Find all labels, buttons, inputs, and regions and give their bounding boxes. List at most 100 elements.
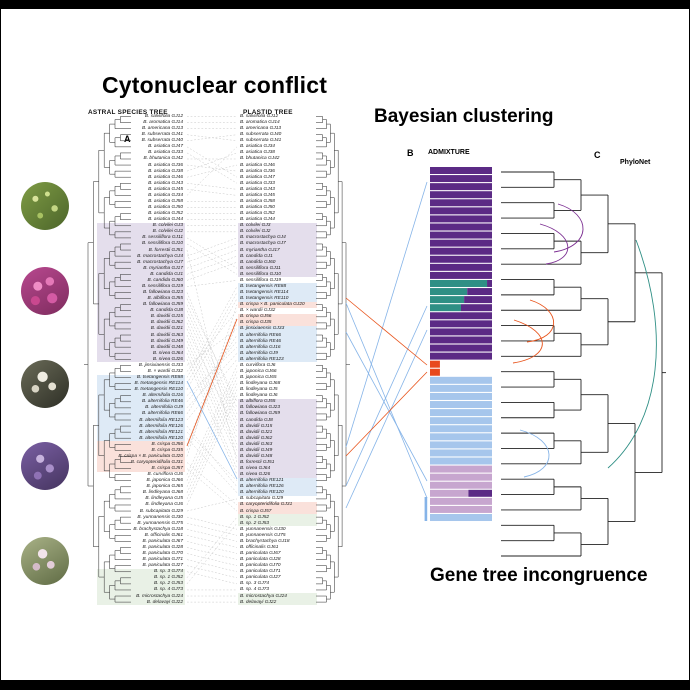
- figure-line: [186, 431, 238, 481]
- plastid-tip-label: B. asiatica GJ43: [240, 186, 275, 192]
- plastid-tip-label: B. japonica GJ65: [240, 375, 277, 380]
- plastid-tip-label: B. asiatica GJ36: [240, 168, 275, 174]
- plastid-tip-label: B. asiatica GJ45: [240, 192, 275, 198]
- figure-line: [345, 305, 428, 487]
- astral-tip-label: B. lindleyana GJ6: [145, 502, 183, 508]
- plastid-tip-label: B. nivea GJ64: [240, 466, 271, 472]
- figure-line: [186, 541, 238, 554]
- figure-line: [186, 462, 238, 506]
- astral-tip-label: B. bhutanica GJ42: [143, 156, 183, 162]
- plastid-tip-label: B. sessiliflora GJ10: [240, 271, 282, 277]
- plastid-tip-label: B. davidii GJ48: [240, 453, 273, 459]
- admixture-bar-segment: [430, 473, 492, 481]
- figure-line: [186, 425, 238, 487]
- figure-line: [186, 316, 238, 427]
- plastid-tip-label: B. paniculata GJ67: [240, 551, 281, 557]
- admixture-bar-segment: [430, 489, 469, 497]
- astral-tip-label: B. tsetangensis RE88: [136, 375, 183, 380]
- plastid-tip-label: B. aromatica GJ14: [240, 120, 280, 126]
- plant-photo-3: [21, 360, 69, 408]
- astral-tip-label: B. paniculata GJ67: [142, 538, 183, 544]
- figure-line: [186, 334, 238, 415]
- plastid-tip-label: B. davidii GJ15: [240, 423, 273, 429]
- plant-photo-5: [21, 537, 69, 585]
- figure-line: [186, 164, 238, 172]
- astral-tip-label: B. paniculata GJ28: [142, 544, 183, 550]
- plastid-tip-label: B. candida GJ8: [240, 417, 273, 423]
- astral-tip-label: B. colvilei GJ2: [152, 229, 183, 235]
- plastid-tip-label: B. asiatica GJ38: [240, 150, 275, 156]
- plastid-tip-label: B. × wardii GJ32: [240, 308, 276, 314]
- astral-tip-label: B. aromatica GJ14: [143, 120, 183, 126]
- admixture-bar-segment: [430, 207, 492, 215]
- figure-line: [186, 292, 238, 384]
- plastid-tip-label: B. davidii GJ63: [240, 441, 273, 447]
- reticulation-curve: [553, 203, 584, 253]
- admixture-bar-segment: [430, 376, 492, 384]
- admixture-bar-segment: [430, 255, 492, 263]
- plastid-tip-label: B. myriantha GJ17: [240, 247, 280, 253]
- astral-tip-label: B. lindleyana GJ68: [142, 490, 183, 496]
- figure-line: [186, 280, 238, 287]
- astral-tip-label: B. davidii GJ62: [150, 320, 183, 326]
- figure-line: [186, 304, 238, 457]
- astral-tip-label: B. brachystachya GJ18: [133, 526, 183, 532]
- plastid-tip-label: B. asiatica GJ47: [240, 174, 275, 180]
- astral-tip-label: B. lindleyana GJ5: [145, 496, 183, 502]
- admixture-bar-segment: [424, 497, 428, 521]
- astral-tip-label: B. colvilei GJ3: [152, 223, 183, 229]
- figure-line: [186, 134, 238, 142]
- astral-tip-label: B. tsetangensis RE114: [134, 381, 183, 387]
- astral-tip-label: B. macrostachya GJ7: [137, 259, 183, 265]
- astral-tip-label: B. davidii GJ49: [150, 338, 183, 344]
- figure-line: [186, 146, 238, 196]
- astral-tip-label: B. asiatica GJ47: [148, 144, 183, 150]
- figure-line: [186, 359, 238, 475]
- figure-line: [186, 516, 238, 578]
- figure-line: [186, 529, 238, 542]
- admixture-bar-segment: [430, 425, 492, 433]
- plastid-tip-label: B. jinsixiaensis GJ33: [240, 326, 285, 332]
- clade-highlight-lightblue: [238, 283, 317, 302]
- plastid-tip-label: B. alternifolia RE126: [240, 484, 284, 490]
- figure-line: [186, 565, 238, 579]
- figure-line: [186, 359, 238, 421]
- plastid-tip-label: B. sp. 2 GJ53: [240, 520, 270, 526]
- astral-tip-label: B. × wardii GJ32: [147, 368, 183, 374]
- astral-tip-label: B. yunnanensis GJ30: [137, 514, 183, 520]
- astral-tip-label: B. asiatica GJ36: [148, 162, 183, 168]
- figure-line: [186, 438, 238, 494]
- admixture-bar-segment: [430, 457, 492, 465]
- astral-tip-label: B. sp. 1 GJ52: [153, 575, 183, 581]
- clade-highlight-pink: [238, 313, 317, 326]
- astral-tip-label: B. subserrata GJ40: [141, 138, 183, 144]
- admixture-bar-segment: [430, 296, 465, 304]
- admixture-bar-segment: [430, 505, 492, 513]
- clade-highlight-lavender: [238, 222, 317, 278]
- astral-tip-label: B. curviflora GJ6: [147, 472, 183, 478]
- admixture-bar-segment: [430, 433, 492, 441]
- admixture-bar-segment: [430, 336, 492, 344]
- plant-photo-4: [21, 442, 69, 490]
- astral-tip-label: B. officinalis GJ61: [144, 532, 183, 538]
- figure-line: [186, 261, 238, 281]
- figure-line: [186, 164, 238, 178]
- plastid-tip-label: B. microstachya GJ24: [240, 593, 287, 599]
- plastid-tip-label: B. lindleyana GJ5: [240, 387, 278, 393]
- header-astral-species-tree: ASTRAL SPECIES TREE: [88, 109, 168, 116]
- figure-line: [186, 249, 238, 269]
- admixture-bar-segment: [430, 263, 492, 271]
- astral-tip-label: B. alternifolia RE120: [139, 435, 183, 441]
- plastid-tip-label: B. subserrata GJ40: [240, 132, 282, 138]
- astral-tip-label: B. japonica GJ66: [146, 478, 183, 484]
- admixture-bar-segment: [430, 223, 492, 231]
- clade-highlight-lavender: [97, 222, 185, 363]
- admixture-bar-segment: [430, 481, 492, 489]
- clade-highlight-pink: [238, 501, 317, 515]
- astral-tip-label: B. asiatica GJ46: [148, 174, 183, 180]
- admixture-bar-segment: [430, 328, 492, 336]
- astral-tip-label: B. alternifolia RE126: [139, 423, 183, 429]
- admixture-bar-segment: [487, 279, 492, 287]
- plastid-tip-label: B. subserrata GJ41: [240, 138, 282, 144]
